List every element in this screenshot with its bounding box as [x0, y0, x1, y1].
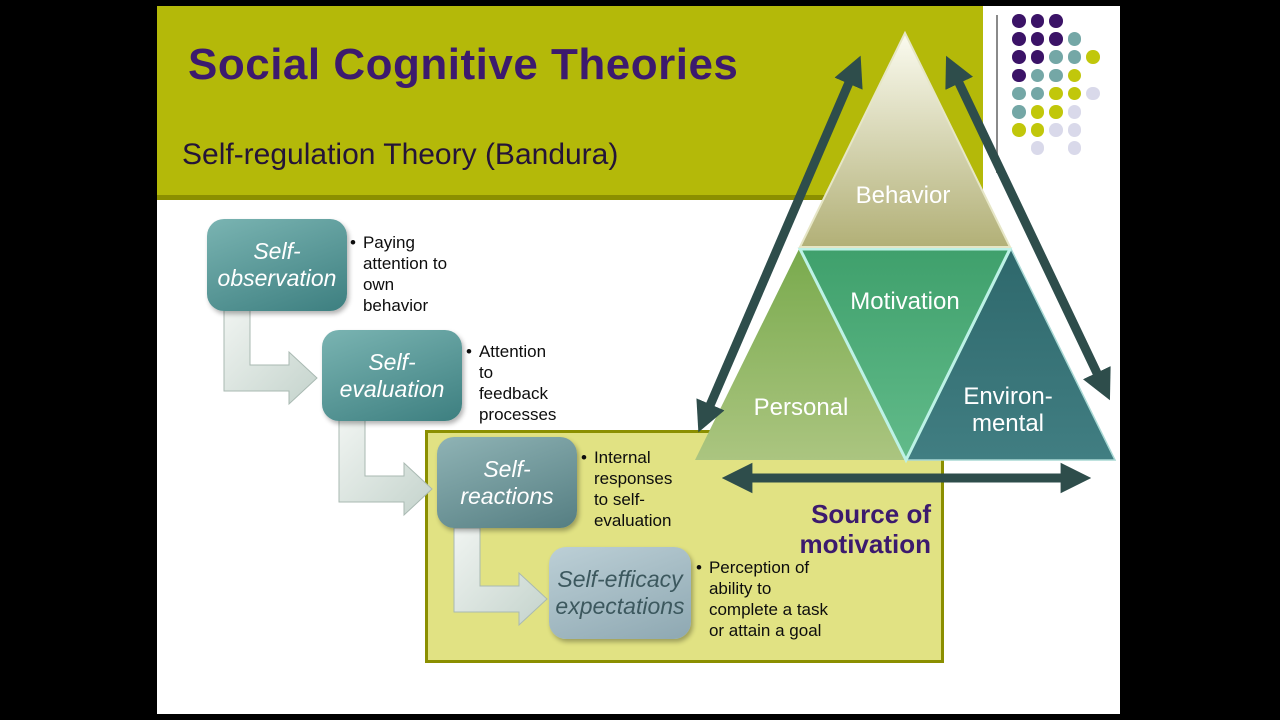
decorative-dot	[1012, 32, 1026, 46]
decorative-dot	[1049, 123, 1063, 137]
triangle-motivation-label: Motivation	[850, 288, 960, 315]
decorative-dot	[1067, 123, 1081, 137]
decorative-dot	[1049, 14, 1063, 28]
triangle-personal-label: Personal	[753, 394, 849, 421]
decorative-dot	[1067, 141, 1081, 155]
decorative-dot	[1067, 86, 1081, 101]
bullet-dot: •	[350, 233, 356, 252]
decorative-dot-grid	[1012, 14, 1112, 166]
flow-box-self-evaluation: Self- evaluation	[322, 330, 462, 421]
decorative-dot	[1030, 123, 1044, 137]
decorative-dot	[1030, 14, 1044, 28]
bullet-dot: •	[581, 448, 587, 467]
decorative-dot	[1049, 86, 1063, 101]
bullet-text: Attention to feedback processes	[478, 342, 557, 424]
decorative-dot	[1030, 86, 1044, 101]
bullet-dot: •	[696, 558, 702, 577]
bullet-text: Paying attention to own behavior	[362, 233, 448, 315]
bullet-note-self-reactions: • Internal responses to self- evaluation	[581, 447, 672, 531]
flow-box-self-efficacy-expectations: Self-efficacy expectations	[549, 547, 691, 639]
decorative-dot	[1030, 32, 1044, 46]
decorative-dot	[1067, 105, 1081, 119]
title-block: Social Cognitive Theories Self-regulatio…	[157, 6, 983, 200]
bullet-note-self-evaluation: • Attention to feedback processes	[466, 341, 556, 425]
decorative-dot	[1067, 50, 1081, 64]
source-of-motivation-label: Source of motivation	[799, 499, 931, 559]
decorative-dot	[1049, 32, 1063, 46]
decorative-dot	[1012, 68, 1026, 83]
flow-box-self-reactions: Self- reactions	[437, 437, 577, 528]
decorative-dot	[1012, 50, 1026, 64]
flow-box-self-observation: Self- observation	[207, 219, 347, 311]
bullet-dot: •	[466, 342, 472, 361]
decorative-dot	[1030, 50, 1044, 64]
decorative-dot	[1030, 141, 1044, 155]
decorative-dot	[1067, 68, 1081, 83]
bullet-note-self-efficacy: • Perception of ability to complete a ta…	[696, 557, 828, 641]
bullet-text: Internal responses to self- evaluation	[593, 448, 673, 530]
triangle-environmental-label: Environ- mental	[963, 383, 1053, 437]
decorative-dot	[1049, 105, 1063, 119]
decorative-dot	[1086, 50, 1100, 64]
decorative-dot	[1030, 68, 1044, 83]
bullet-note-self-observation: • Paying attention to own behavior	[350, 232, 447, 316]
page-subtitle: Self-regulation Theory (Bandura)	[182, 138, 619, 171]
decorative-dot	[1086, 86, 1100, 101]
triangle-behavior-label: Behavior	[855, 182, 951, 209]
decorative-dot	[1049, 68, 1063, 83]
decorative-dot	[1067, 32, 1081, 46]
decorative-dot	[1049, 50, 1063, 64]
bullet-text: Perception of ability to complete a task…	[708, 558, 829, 640]
decorative-dot	[1030, 105, 1044, 119]
page-title: Social Cognitive Theories	[188, 40, 739, 89]
decorative-dot	[1012, 86, 1026, 101]
decorative-dot	[1012, 123, 1026, 137]
decorative-vertical-rule	[996, 15, 998, 173]
decorative-dot	[1012, 105, 1026, 119]
decorative-dot	[1012, 14, 1026, 28]
